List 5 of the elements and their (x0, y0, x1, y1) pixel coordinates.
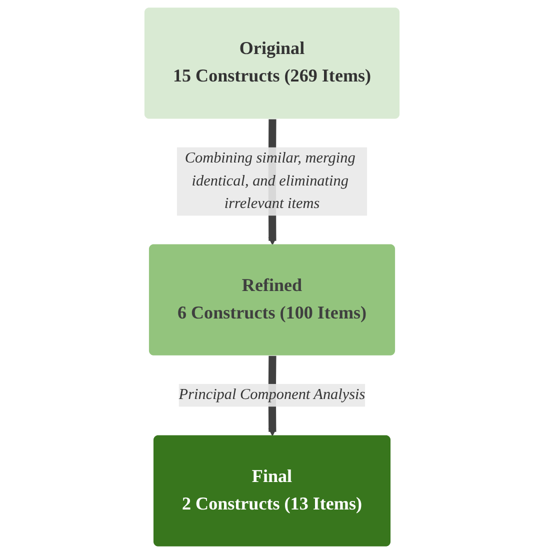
node-box: Refined 6 Constructs (100 Items) (148, 244, 396, 356)
node-box: Original 15 Constructs (269 Items) (144, 8, 400, 119)
edge-label: Principal Component Analysis (178, 386, 366, 403)
edge-label: Combining similar, merging identical, and eliminating irrelevant items (184, 150, 356, 212)
node-box: Final 2 Constructs (13 Items) (153, 435, 391, 546)
